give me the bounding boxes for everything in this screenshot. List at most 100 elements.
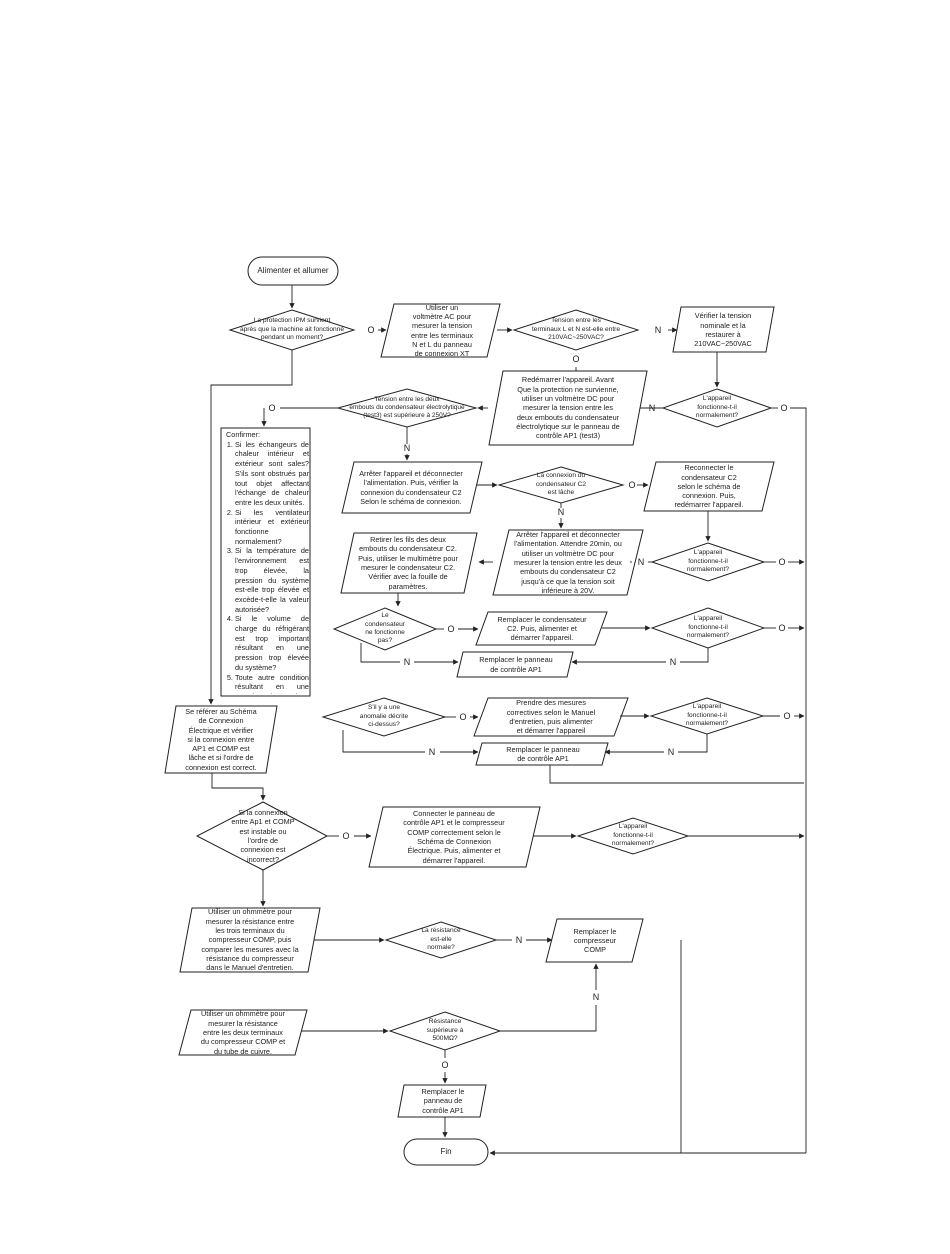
branch-no-label: N xyxy=(637,557,645,567)
branch-yes-label: O xyxy=(459,712,467,722)
decision-conn-comp: Si la connexion entre Ap1 et COMP est in… xyxy=(212,806,314,866)
checklist-item: Si le volume de charge du réfrigérant es… xyxy=(235,614,309,672)
decision-app5-text: L'appareil fonctionne-t-il normalement? xyxy=(611,823,655,848)
process-arreter1: Arrêter l'appareil et déconnecter l'alim… xyxy=(346,462,476,513)
branch-no-label: N xyxy=(667,747,675,757)
checklist-item: Si les ventilateur intérieur et extérieu… xyxy=(235,508,309,547)
decision-resist: La résistance est-elle normale? xyxy=(388,924,494,956)
process-remplacer-comp: Remplacer le compresseur COMP xyxy=(552,919,638,962)
process-remplacer-comp-shape xyxy=(545,918,644,963)
process-ohm2: Utiliser un ohmmètre pour mesurer la rés… xyxy=(186,1010,300,1055)
end-terminator xyxy=(403,1138,489,1166)
decision-conn-comp-text: Si la connexion entre Ap1 et COMP est in… xyxy=(231,808,295,864)
process-se-referer-text: Se référer au Schéma de Connexion Électr… xyxy=(185,706,257,772)
end-text: Fin xyxy=(440,1146,452,1156)
process-mesures: Prendre des mesures correctives selon le… xyxy=(482,698,620,736)
branch-yes-label: O xyxy=(342,831,350,841)
process-redemarrer: Redémarrer l'appareil. Avant Que la prot… xyxy=(496,372,640,444)
branch-no-label: N xyxy=(403,443,411,453)
process-retirer-text: Retirer les fils des deux embouts du con… xyxy=(358,535,458,591)
decision-resist-shape xyxy=(384,921,498,959)
branch-yes-label: O xyxy=(268,403,276,413)
process-volt-ac-text: Utiliser un voltmètre AC pour mesurer la… xyxy=(410,304,474,357)
process-verif-tension-shape xyxy=(672,306,775,353)
decision-cond-shape xyxy=(332,607,438,651)
checklist-item: Si la température de l'environnement est… xyxy=(235,546,309,614)
decision-app2-shape xyxy=(650,542,766,582)
branch-yes-label: O xyxy=(441,1060,449,1070)
process-ohm1: Utiliser un ohmmètre pour mesurer la rés… xyxy=(186,908,314,972)
process-remplacer-ap1-a-text: Remplacer le panneau de contrôle AP1 xyxy=(479,655,553,674)
process-verif-tension: Vérifier la tension nominale et la resta… xyxy=(678,308,768,352)
decision-app4: L'appareil fonctionne-t-il normalement? xyxy=(653,700,761,732)
checklist: Confirmer: Si les échangeurs de chaleur … xyxy=(224,430,309,694)
decision-cond: Le condensateur ne fonctionne pas? xyxy=(344,610,426,648)
process-reconnecter-text: Reconnecter le condensateur C2 selon le … xyxy=(674,463,744,510)
branch-no-label: N xyxy=(669,657,677,667)
process-connecter-text: Connecter le panneau de contrôle AP1 et … xyxy=(403,809,505,865)
decision-resist2: Résistance supérieure à 500MΩ? xyxy=(392,1014,498,1048)
process-retirer: Retirer les fils des deux embouts du con… xyxy=(346,533,470,593)
process-verif-tension-text: Vérifier la tension nominale et la resta… xyxy=(694,311,752,349)
process-mesures-shape xyxy=(473,697,629,737)
decision-app2-text: L'appareil fonctionne-t-il normalement? xyxy=(686,549,730,574)
branch-no-label: N xyxy=(428,747,436,757)
decision-app1-text: L'appareil fonctionne-t-il normalement? xyxy=(695,395,739,420)
process-se-referer: Se référer au Schéma de Connexion Électr… xyxy=(170,706,272,773)
process-connecter: Connecter le panneau de contrôle AP1 et … xyxy=(378,807,530,867)
decision-app2: L'appareil fonctionne-t-il normalement? xyxy=(654,545,762,579)
process-reconnecter-shape xyxy=(643,461,775,512)
branch-yes-label: O xyxy=(778,623,786,633)
checklist-list: Si les échangeurs de chaleur intérieur e… xyxy=(224,440,309,694)
process-remplacer-cond: Remplacer le condensateur C2. Puis, alim… xyxy=(484,612,600,645)
process-remplacer-cond-text: Remplacer le condensateur C2. Puis, alim… xyxy=(497,614,587,643)
branch-yes-label: O xyxy=(628,480,636,490)
process-ohm1-shape xyxy=(179,907,321,973)
branch-yes-label: O xyxy=(783,711,791,721)
decision-tension-cond-text: Tension entre les deux embouts du conden… xyxy=(349,395,465,420)
process-connecter-shape xyxy=(368,806,541,868)
branch-yes-label: O xyxy=(572,354,580,364)
decision-app5: L'appareil fonctionne-t-il normalement? xyxy=(580,820,686,852)
branch-yes-label: O xyxy=(447,624,455,634)
decision-app3: L'appareil fonctionne-t-il normalement? xyxy=(654,610,762,646)
decision-conn-c2: La connexion du condensateur C2 est lâch… xyxy=(501,469,621,501)
process-remplacer-ap1-c: Remplacer le panneau de contrôle AP1 xyxy=(404,1085,482,1117)
branch-yes-label: O xyxy=(780,403,788,413)
process-retirer-shape xyxy=(340,532,478,594)
process-arreter1-shape xyxy=(341,461,483,514)
decision-app5-shape xyxy=(576,817,690,855)
decision-resist2-text: Résistance supérieure à 500MΩ? xyxy=(426,1018,464,1043)
branch-yes-label: O xyxy=(778,557,786,567)
decision-ipm-text: La protection IPM survient après que la … xyxy=(239,317,345,342)
start-node: Alimenter et allumer xyxy=(250,259,336,283)
process-remplacer-ap1-a-shape xyxy=(456,651,574,678)
process-ohm1-text: Utiliser un ohmmètre pour mesurer la rés… xyxy=(201,908,299,972)
start-text: Alimenter et allumer xyxy=(257,265,329,275)
process-arreter1-text: Arrêter l'appareil et déconnecter l'alim… xyxy=(359,468,463,506)
checklist-item: Si les échangeurs de chaleur intérieur e… xyxy=(235,440,309,508)
decision-tension-cond: Tension entre les deux embouts du conden… xyxy=(340,391,474,425)
branch-yes-label: O xyxy=(367,325,375,335)
process-remplacer-ap1-b-shape xyxy=(475,742,609,766)
process-arreter2: Arrêter l'appareil et déconnecter l'alim… xyxy=(499,530,637,595)
start-terminator xyxy=(247,256,339,286)
branch-no-label: N xyxy=(515,935,523,945)
decision-app3-text: L'appareil fonctionne-t-il normalement? xyxy=(686,615,730,640)
process-remplacer-ap1-c-shape xyxy=(397,1084,487,1118)
end-node: Fin xyxy=(406,1141,486,1163)
decision-app1-shape xyxy=(661,388,773,428)
process-remplacer-cond-shape xyxy=(475,611,608,646)
decision-anomalie: S'il y a une anomalie décrite ci-dessus? xyxy=(325,700,443,734)
process-ohm2-text: Utiliser un ohmmètre pour mesurer la rés… xyxy=(200,1010,286,1055)
branch-no-label: N xyxy=(557,507,565,517)
decision-ipm: La protection IPM survient après que la … xyxy=(232,312,352,348)
process-remplacer-comp-text: Remplacer le compresseur COMP xyxy=(573,926,617,955)
process-reconnecter: Reconnecter le condensateur C2 selon le … xyxy=(650,462,768,511)
branch-no-label: N xyxy=(403,657,411,667)
decision-resist-text: La résistance est-elle normale? xyxy=(421,927,461,952)
process-remplacer-ap1-b-text: Remplacer le panneau de contrôle AP1 xyxy=(506,744,580,763)
process-remplacer-ap1-c-text: Remplacer le panneau de contrôle AP1 xyxy=(421,1087,465,1115)
process-arreter2-text: Arrêter l'appareil et déconnecter l'alim… xyxy=(514,530,622,595)
